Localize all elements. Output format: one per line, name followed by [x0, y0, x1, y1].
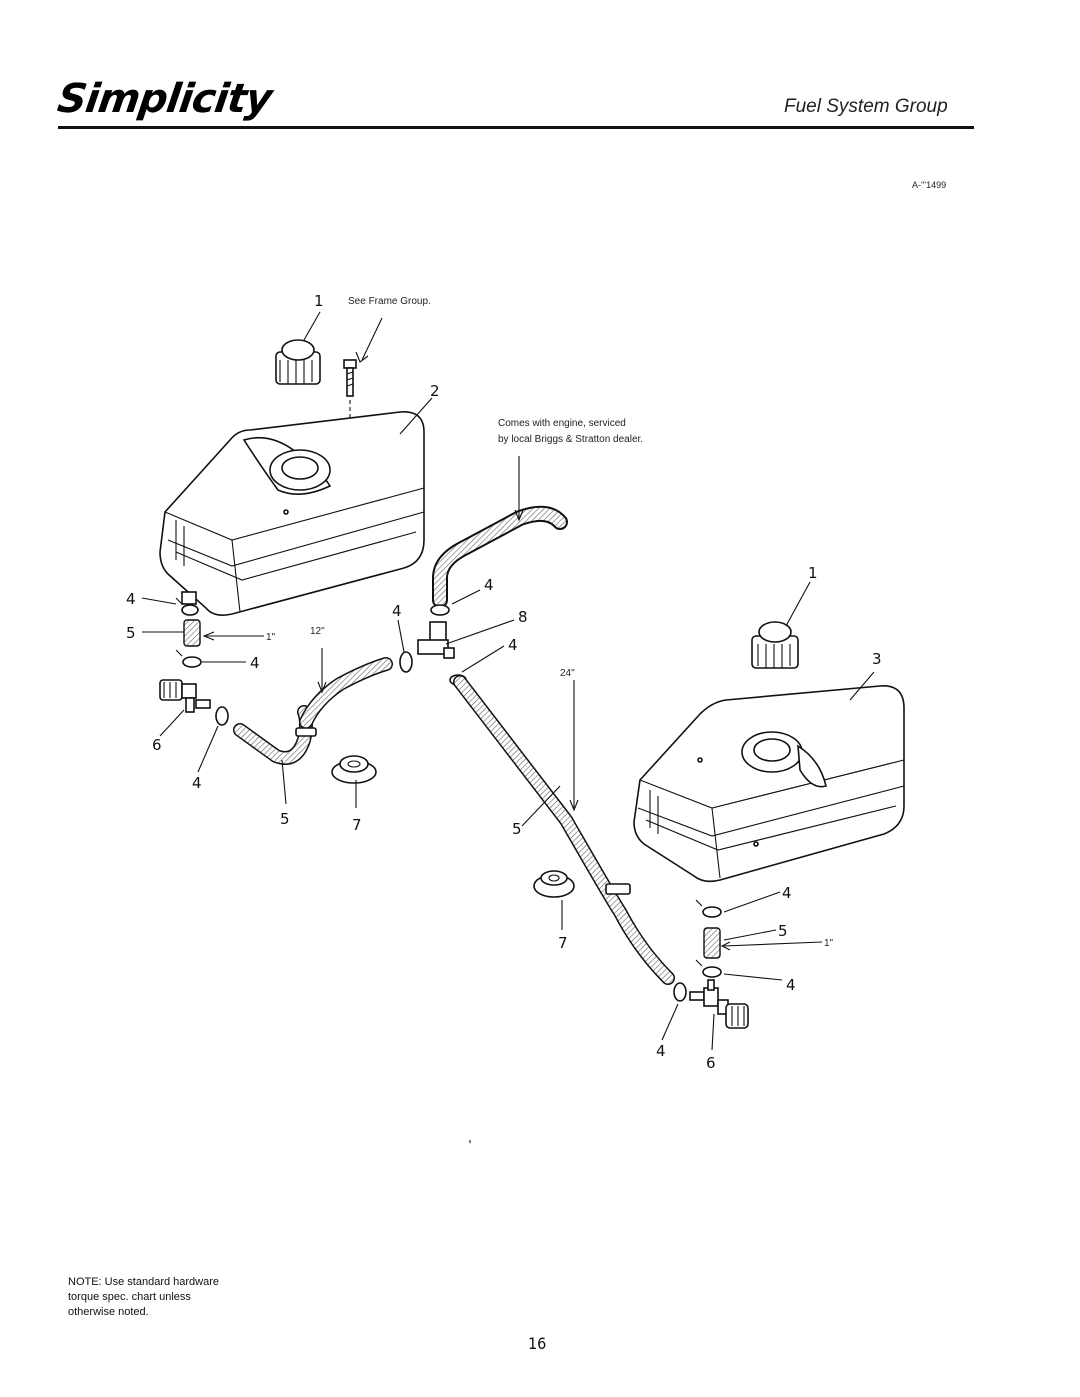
left-clamp-valve [215, 706, 229, 726]
callout-1-cap-left: 1 [314, 292, 324, 310]
right-clamp-valve [673, 982, 687, 1002]
left-clamp-top [175, 597, 199, 616]
note-length-12in: 12" [310, 626, 325, 637]
drawing-number: A-'''1499 [912, 180, 947, 190]
callout-6-a: 6 [152, 736, 162, 754]
note-engine-line1: Comes with engine, serviced [498, 418, 626, 429]
callout-4-h: 4 [786, 976, 796, 994]
left-fuel-cap [275, 339, 321, 385]
right-clamp-top [695, 899, 722, 918]
callout-4-g: 4 [782, 884, 792, 902]
right-fuel-cap [751, 621, 799, 669]
callout-4-b: 4 [250, 654, 260, 672]
right-fuel-filter [703, 927, 721, 959]
hose-clamp-left [295, 727, 317, 737]
callout-5-c: 5 [512, 820, 522, 838]
note-see-frame-group: See Frame Group. [348, 296, 431, 307]
callout-4-a: 4 [126, 590, 136, 608]
callout-4-c: 4 [192, 774, 202, 792]
callout-4-e: 4 [484, 576, 494, 594]
note-length-24in: 24" [560, 668, 575, 679]
right-fuel-tank [633, 685, 905, 883]
callout-8: 8 [518, 608, 528, 626]
callout-7-a: 7 [352, 816, 362, 834]
left-grommet [331, 755, 377, 784]
callout-3: 3 [872, 650, 882, 668]
tee-clamp-top [430, 604, 450, 616]
left-shutoff-valve [159, 679, 211, 713]
leader-lines [141, 311, 875, 1143]
note-length-1in-left: 1" [266, 632, 276, 643]
callout-4-f: 4 [508, 636, 518, 654]
callout-4-i: 4 [656, 1042, 666, 1060]
torque-note-line2: torque spec. chart unless [68, 1291, 191, 1303]
callout-5-d: 5 [778, 922, 788, 940]
left-fuel-filter [183, 619, 201, 647]
left-fuel-tank [159, 411, 425, 616]
hose-clamp-right [605, 883, 631, 895]
callout-7-b: 7 [558, 934, 568, 952]
note-engine-line2: by local Briggs & Stratton dealer. [498, 434, 643, 445]
callout-5-a: 5 [126, 624, 136, 642]
torque-note: NOTE: Use standard hardware torque spec.… [68, 1275, 308, 1320]
callout-5-b: 5 [280, 810, 290, 828]
callout-6-b: 6 [706, 1054, 716, 1072]
left-clamp-bottom [175, 649, 202, 668]
torque-note-line1: NOTE: Use standard hardware [68, 1276, 220, 1288]
right-grommet [533, 870, 575, 898]
callout-4-d: 4 [392, 602, 402, 620]
page-number: 16 [528, 1334, 547, 1353]
note-length-1in-right: 1" [824, 938, 834, 949]
right-clamp-bottom [695, 959, 722, 978]
tee-clamp-left [399, 651, 413, 673]
tee-fitting [417, 621, 455, 659]
header-rule [58, 126, 974, 129]
section-title: Fuel System Group [784, 96, 948, 117]
callout-1-cap-right: 1 [808, 564, 818, 582]
right-shutoff-valve [689, 979, 749, 1029]
torque-note-line3: otherwise noted. [68, 1306, 149, 1318]
callout-2: 2 [430, 382, 440, 400]
